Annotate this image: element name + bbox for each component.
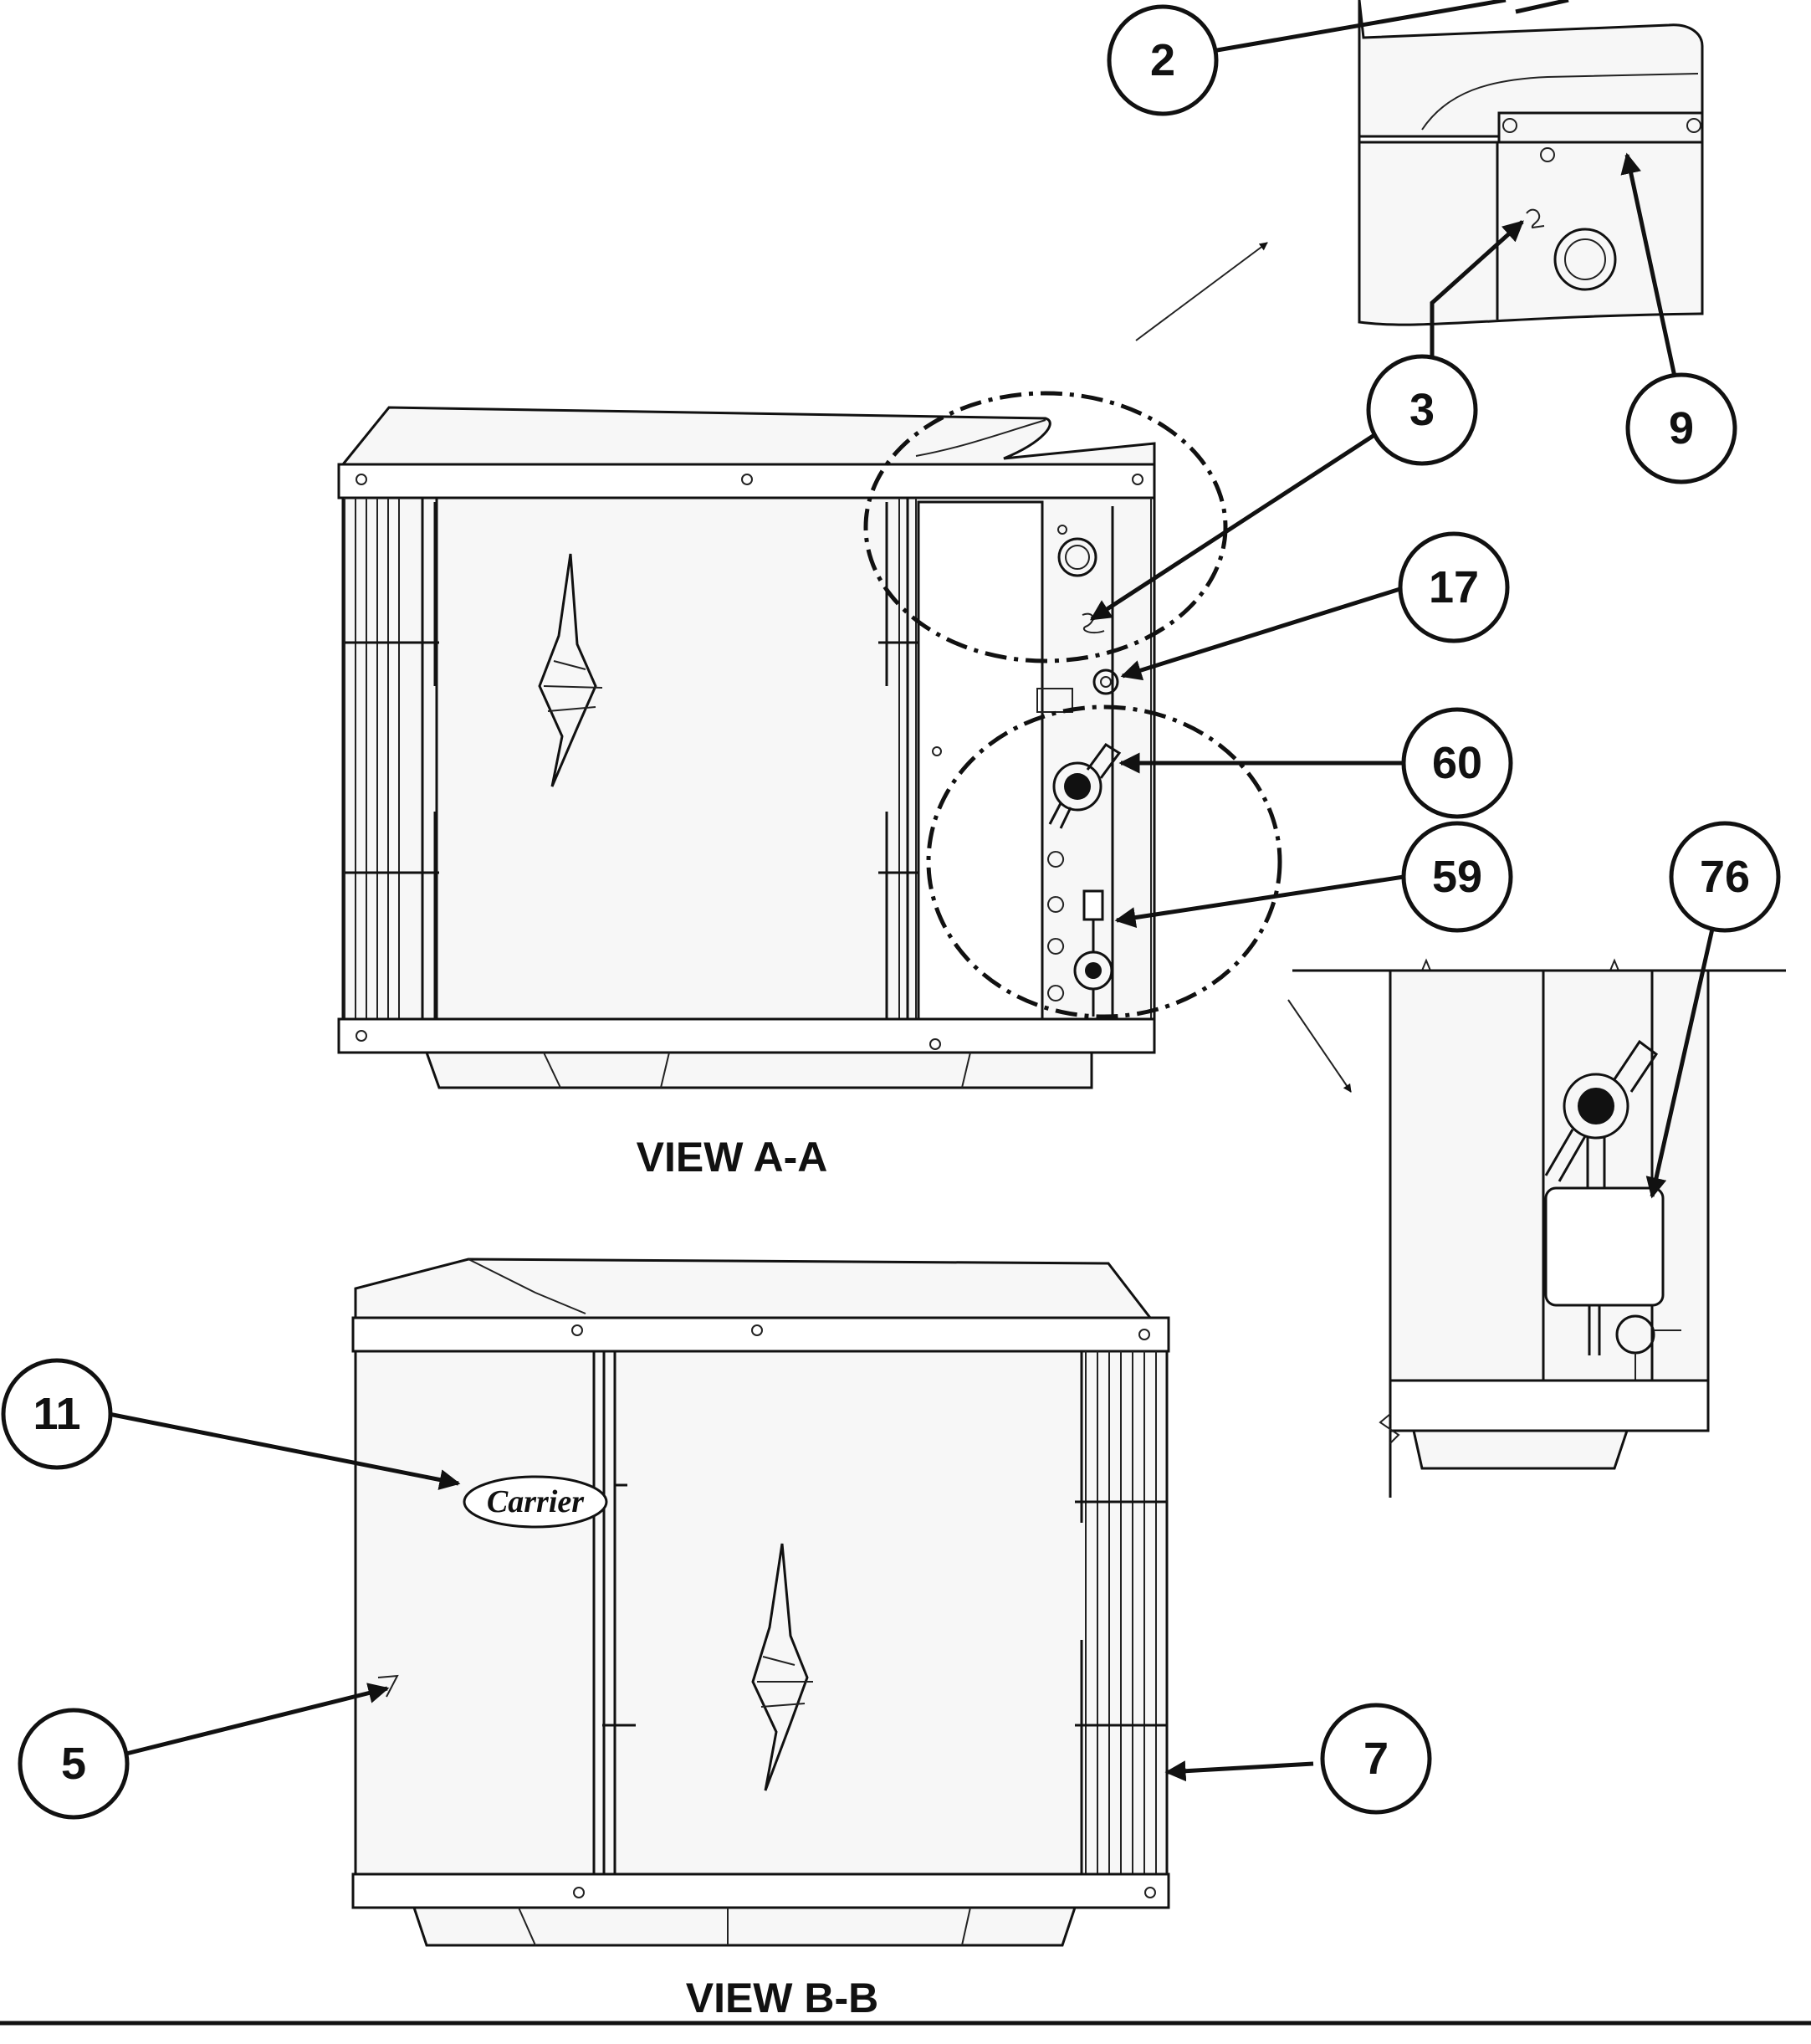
view-a-service-valves [1047,742,1122,1017]
callout-2-label: 2 [1150,35,1175,85]
callout-60: 60 [1401,707,1513,819]
callout-9: 9 [1625,372,1737,484]
callout-76-label: 76 [1700,852,1750,902]
view-a-break-symbol [538,553,603,787]
callout-59: 59 [1401,821,1513,933]
view-a-detail-circle-valves [926,704,1282,1019]
callout-5-label: 5 [61,1739,86,1789]
view-a-title: VIEW A-A [637,1134,828,1181]
callout-17: 17 [1398,531,1510,643]
view-a-detail-circle-top [863,391,1228,663]
callout-3: 3 [1366,354,1478,466]
callout-11: 11 [1,1358,113,1470]
callout-7: 7 [1320,1703,1432,1815]
callout-5: 5 [18,1708,130,1820]
callout-11-label: 11 [33,1389,80,1439]
view-b-brand-logo-text: Carrier [487,1484,585,1519]
detail-top-cap [1358,0,1704,326]
callout-59-label: 59 [1432,852,1482,902]
callout-17-label: 17 [1429,562,1479,612]
callout-2: 2 [1107,4,1219,116]
leader-lines [108,0,1719,1782]
callout-7-label: 7 [1363,1734,1389,1784]
view-b-right-coil-guard [1075,1351,1167,1874]
view-a-right-coil-guard [878,498,918,1019]
view-a-left-coil-guard [344,498,439,1019]
callout-76: 76 [1669,821,1781,933]
view-b-brand-logo [463,1475,608,1529]
view-b-title: VIEW B-B [686,1975,879,2021]
callout-60-label: 60 [1432,738,1482,788]
callout-3-label: 3 [1409,385,1435,435]
callout-9-label: 9 [1669,403,1694,453]
detail-filter-drier [1292,958,1786,1498]
view-b-unit: Carrier [351,1258,1170,1947]
view-a-unit [337,242,1352,1093]
